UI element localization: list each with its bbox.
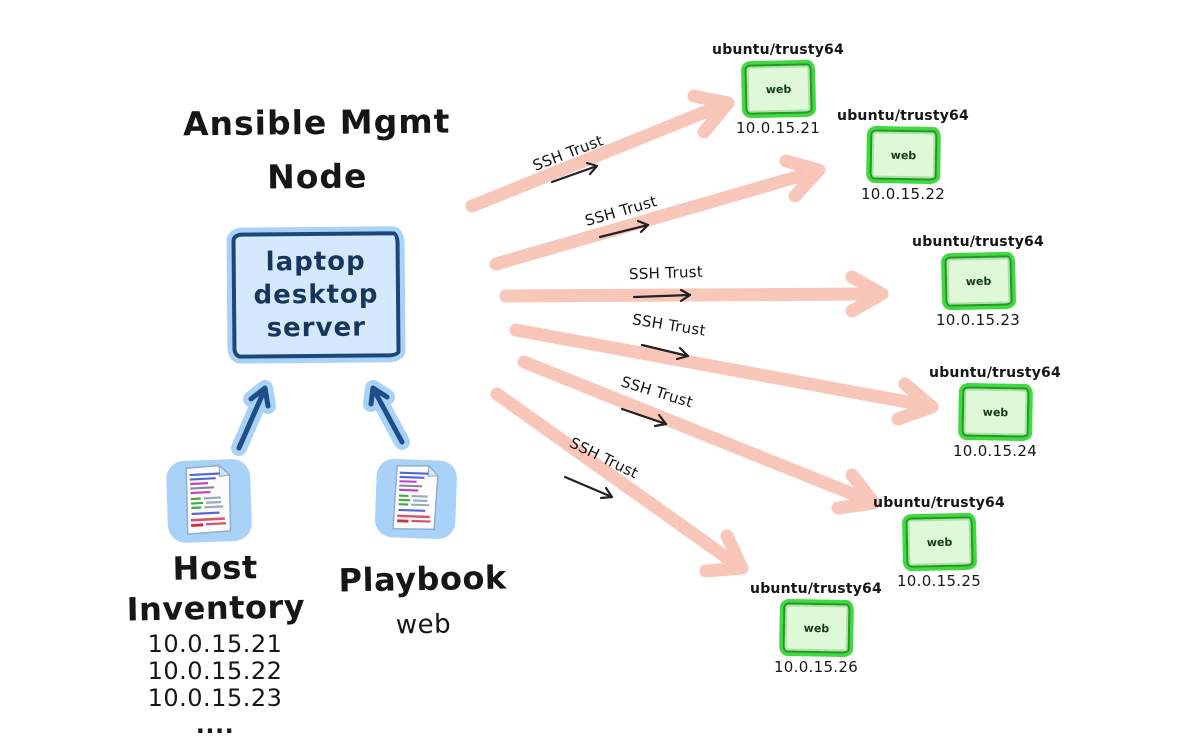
server-os-label: ubuntu/trusty64 bbox=[750, 581, 882, 597]
server-ip-label: 10.0.15.25 bbox=[896, 572, 982, 590]
host-inventory-label: Host Inventory bbox=[117, 546, 313, 629]
server-ip-label: 10.0.15.21 bbox=[735, 119, 821, 137]
inventory-ip-ellipsis: .... bbox=[195, 711, 235, 739]
ssh-arrow-4 bbox=[509, 323, 939, 426]
ssh-arrow-1 bbox=[465, 89, 735, 213]
ssh-arrow-5 bbox=[517, 355, 881, 515]
server-box: web bbox=[743, 63, 813, 115]
mgmt-node-box: laptop desktop server bbox=[231, 231, 401, 359]
ssh-small-arrows bbox=[550, 161, 692, 500]
title-line-1: Ansible Mgmt bbox=[182, 101, 451, 144]
mgmt-node-type-laptop: laptop bbox=[265, 246, 366, 277]
ssh-arrow-2 bbox=[489, 154, 826, 271]
server-box: web bbox=[869, 129, 937, 181]
host-inventory-file-icon bbox=[166, 459, 252, 543]
inventory-ip-item: 10.0.15.21 bbox=[147, 630, 283, 658]
server-name: web bbox=[890, 148, 916, 162]
mgmt-node-type-desktop: desktop bbox=[253, 278, 379, 311]
server-node-1: ubuntu/trusty64 web 10.0.15.21 bbox=[690, 42, 866, 137]
title-line-2: Node bbox=[266, 156, 368, 197]
server-os-label: ubuntu/trusty64 bbox=[837, 108, 969, 124]
inventory-ip-item: 10.0.15.23 bbox=[147, 684, 283, 712]
host-inventory-label-line-2: Inventory bbox=[126, 587, 306, 629]
server-ip-label: 10.0.15.23 bbox=[935, 311, 1021, 329]
diagram-title: Ansible Mgmt Node bbox=[156, 94, 477, 205]
server-node-4: ubuntu/trusty64 web 10.0.15.24 bbox=[907, 365, 1083, 460]
ssh-trust-label-3: SSH Trust bbox=[628, 262, 704, 284]
server-box: web bbox=[904, 516, 974, 568]
server-name: web bbox=[965, 274, 991, 288]
server-node-6: ubuntu/trusty64 web 10.0.15.26 bbox=[728, 581, 904, 676]
server-ip-label: 10.0.15.24 bbox=[952, 442, 1038, 460]
playbook-label: Playbook web bbox=[337, 559, 508, 642]
server-box: web bbox=[943, 255, 1013, 307]
host-inventory-arrow bbox=[236, 385, 271, 451]
server-node-5: ubuntu/trusty64 web 10.0.15.25 bbox=[851, 495, 1027, 590]
playbook-file-icon bbox=[375, 458, 457, 539]
server-box: web bbox=[961, 386, 1029, 438]
server-os-label: ubuntu/trusty64 bbox=[712, 42, 844, 58]
server-os-label: ubuntu/trusty64 bbox=[873, 495, 1005, 511]
playbook-target: web bbox=[395, 609, 452, 641]
server-name: web bbox=[803, 621, 829, 635]
server-node-3: ubuntu/trusty64 web 10.0.15.23 bbox=[890, 234, 1066, 329]
ssh-arrow-6 bbox=[490, 387, 749, 578]
host-inventory-label-line-1: Host bbox=[172, 548, 259, 588]
server-ip-label: 10.0.15.26 bbox=[773, 658, 859, 676]
server-node-2: ubuntu/trusty64 web 10.0.15.22 bbox=[815, 108, 991, 203]
playbook-arrow bbox=[368, 385, 405, 445]
server-name: web bbox=[926, 535, 952, 549]
mgmt-node-type-server: server bbox=[266, 312, 367, 343]
inventory-ip-item: 10.0.15.22 bbox=[147, 657, 283, 685]
host-inventory-ip-list: 10.0.15.21 10.0.15.22 10.0.15.23 .... bbox=[120, 631, 310, 739]
server-ip-label: 10.0.15.22 bbox=[860, 185, 946, 203]
server-name: web bbox=[765, 82, 791, 96]
ssh-arrow-3 bbox=[499, 270, 889, 318]
server-name: web bbox=[982, 405, 1008, 419]
server-box: web bbox=[782, 602, 850, 654]
server-os-label: ubuntu/trusty64 bbox=[912, 234, 1044, 250]
playbook-label-text: Playbook bbox=[338, 558, 507, 600]
server-os-label: ubuntu/trusty64 bbox=[929, 365, 1061, 381]
